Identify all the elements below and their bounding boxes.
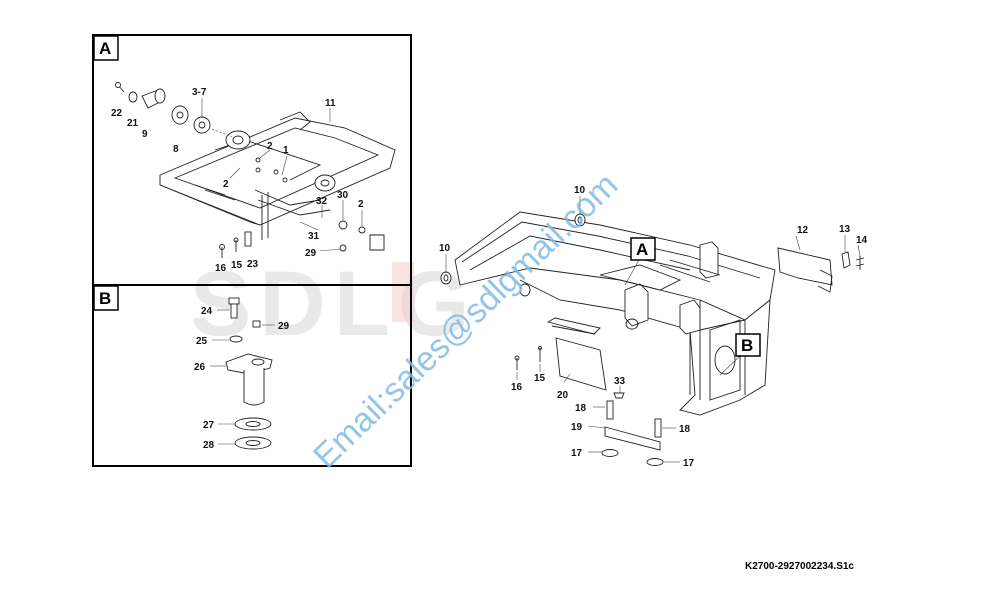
label-8: 8	[173, 144, 179, 155]
label-26: 26	[194, 362, 206, 373]
label-29-b: 29	[278, 321, 290, 332]
detail-a-letter-box	[93, 35, 119, 61]
callout-b: B	[735, 333, 761, 357]
label-30: 30	[337, 190, 349, 201]
label-15-main: 15	[534, 373, 546, 384]
label-22: 22	[111, 108, 123, 119]
label-25: 25	[196, 336, 208, 347]
label-9: 9	[142, 129, 148, 140]
label-24: 24	[201, 306, 213, 317]
label-2-right: 2	[358, 199, 364, 210]
label-13: 13	[839, 224, 851, 235]
label-17-left: 17	[571, 448, 583, 459]
label-20: 20	[557, 390, 569, 401]
svg-text:A: A	[636, 240, 648, 259]
drawing-code: K2700-2927002234.S1c	[745, 561, 854, 572]
label-18-left: 18	[575, 403, 587, 414]
label-28: 28	[203, 440, 215, 451]
detail-a-small-parts	[115, 82, 366, 258]
label-3-7: 3-7	[192, 87, 207, 98]
label-1: 1	[283, 145, 289, 156]
label-32: 32	[316, 196, 328, 207]
detail-b-letter: B	[99, 289, 111, 308]
main-frame-drawing	[440, 196, 865, 466]
label-12: 12	[797, 225, 809, 236]
label-33: 33	[614, 376, 626, 387]
label-31: 31	[308, 231, 320, 242]
label-19: 19	[571, 422, 583, 433]
label-17-right: 17	[683, 458, 695, 469]
logo-red-mark	[392, 262, 414, 322]
label-2-left: 2	[223, 179, 229, 190]
detail-b-parts	[210, 297, 275, 450]
detail-a-panel: A	[92, 34, 412, 286]
detail-a-letter: A	[99, 39, 111, 58]
label-11: 11	[325, 98, 336, 109]
label-14: 14	[856, 235, 868, 246]
label-29: 29	[305, 248, 317, 259]
detail-b-panel: B 24 29 25	[92, 284, 412, 467]
label-16: 16	[215, 263, 227, 274]
detail-b-frame	[92, 284, 412, 467]
label-15: 15	[231, 260, 243, 271]
detail-b-letter-box	[93, 285, 119, 311]
label-2-upper: 2	[267, 141, 273, 152]
label-10-left: 10	[439, 243, 451, 254]
label-21: 21	[127, 118, 139, 129]
label-18-right: 18	[679, 424, 691, 435]
label-23: 23	[247, 259, 259, 270]
label-16-main: 16	[511, 382, 523, 393]
callout-a: A	[630, 237, 656, 261]
label-10-top: 10	[574, 185, 586, 196]
label-27: 27	[203, 420, 215, 431]
svg-text:B: B	[741, 336, 753, 355]
detail-a-leaders	[201, 98, 363, 252]
